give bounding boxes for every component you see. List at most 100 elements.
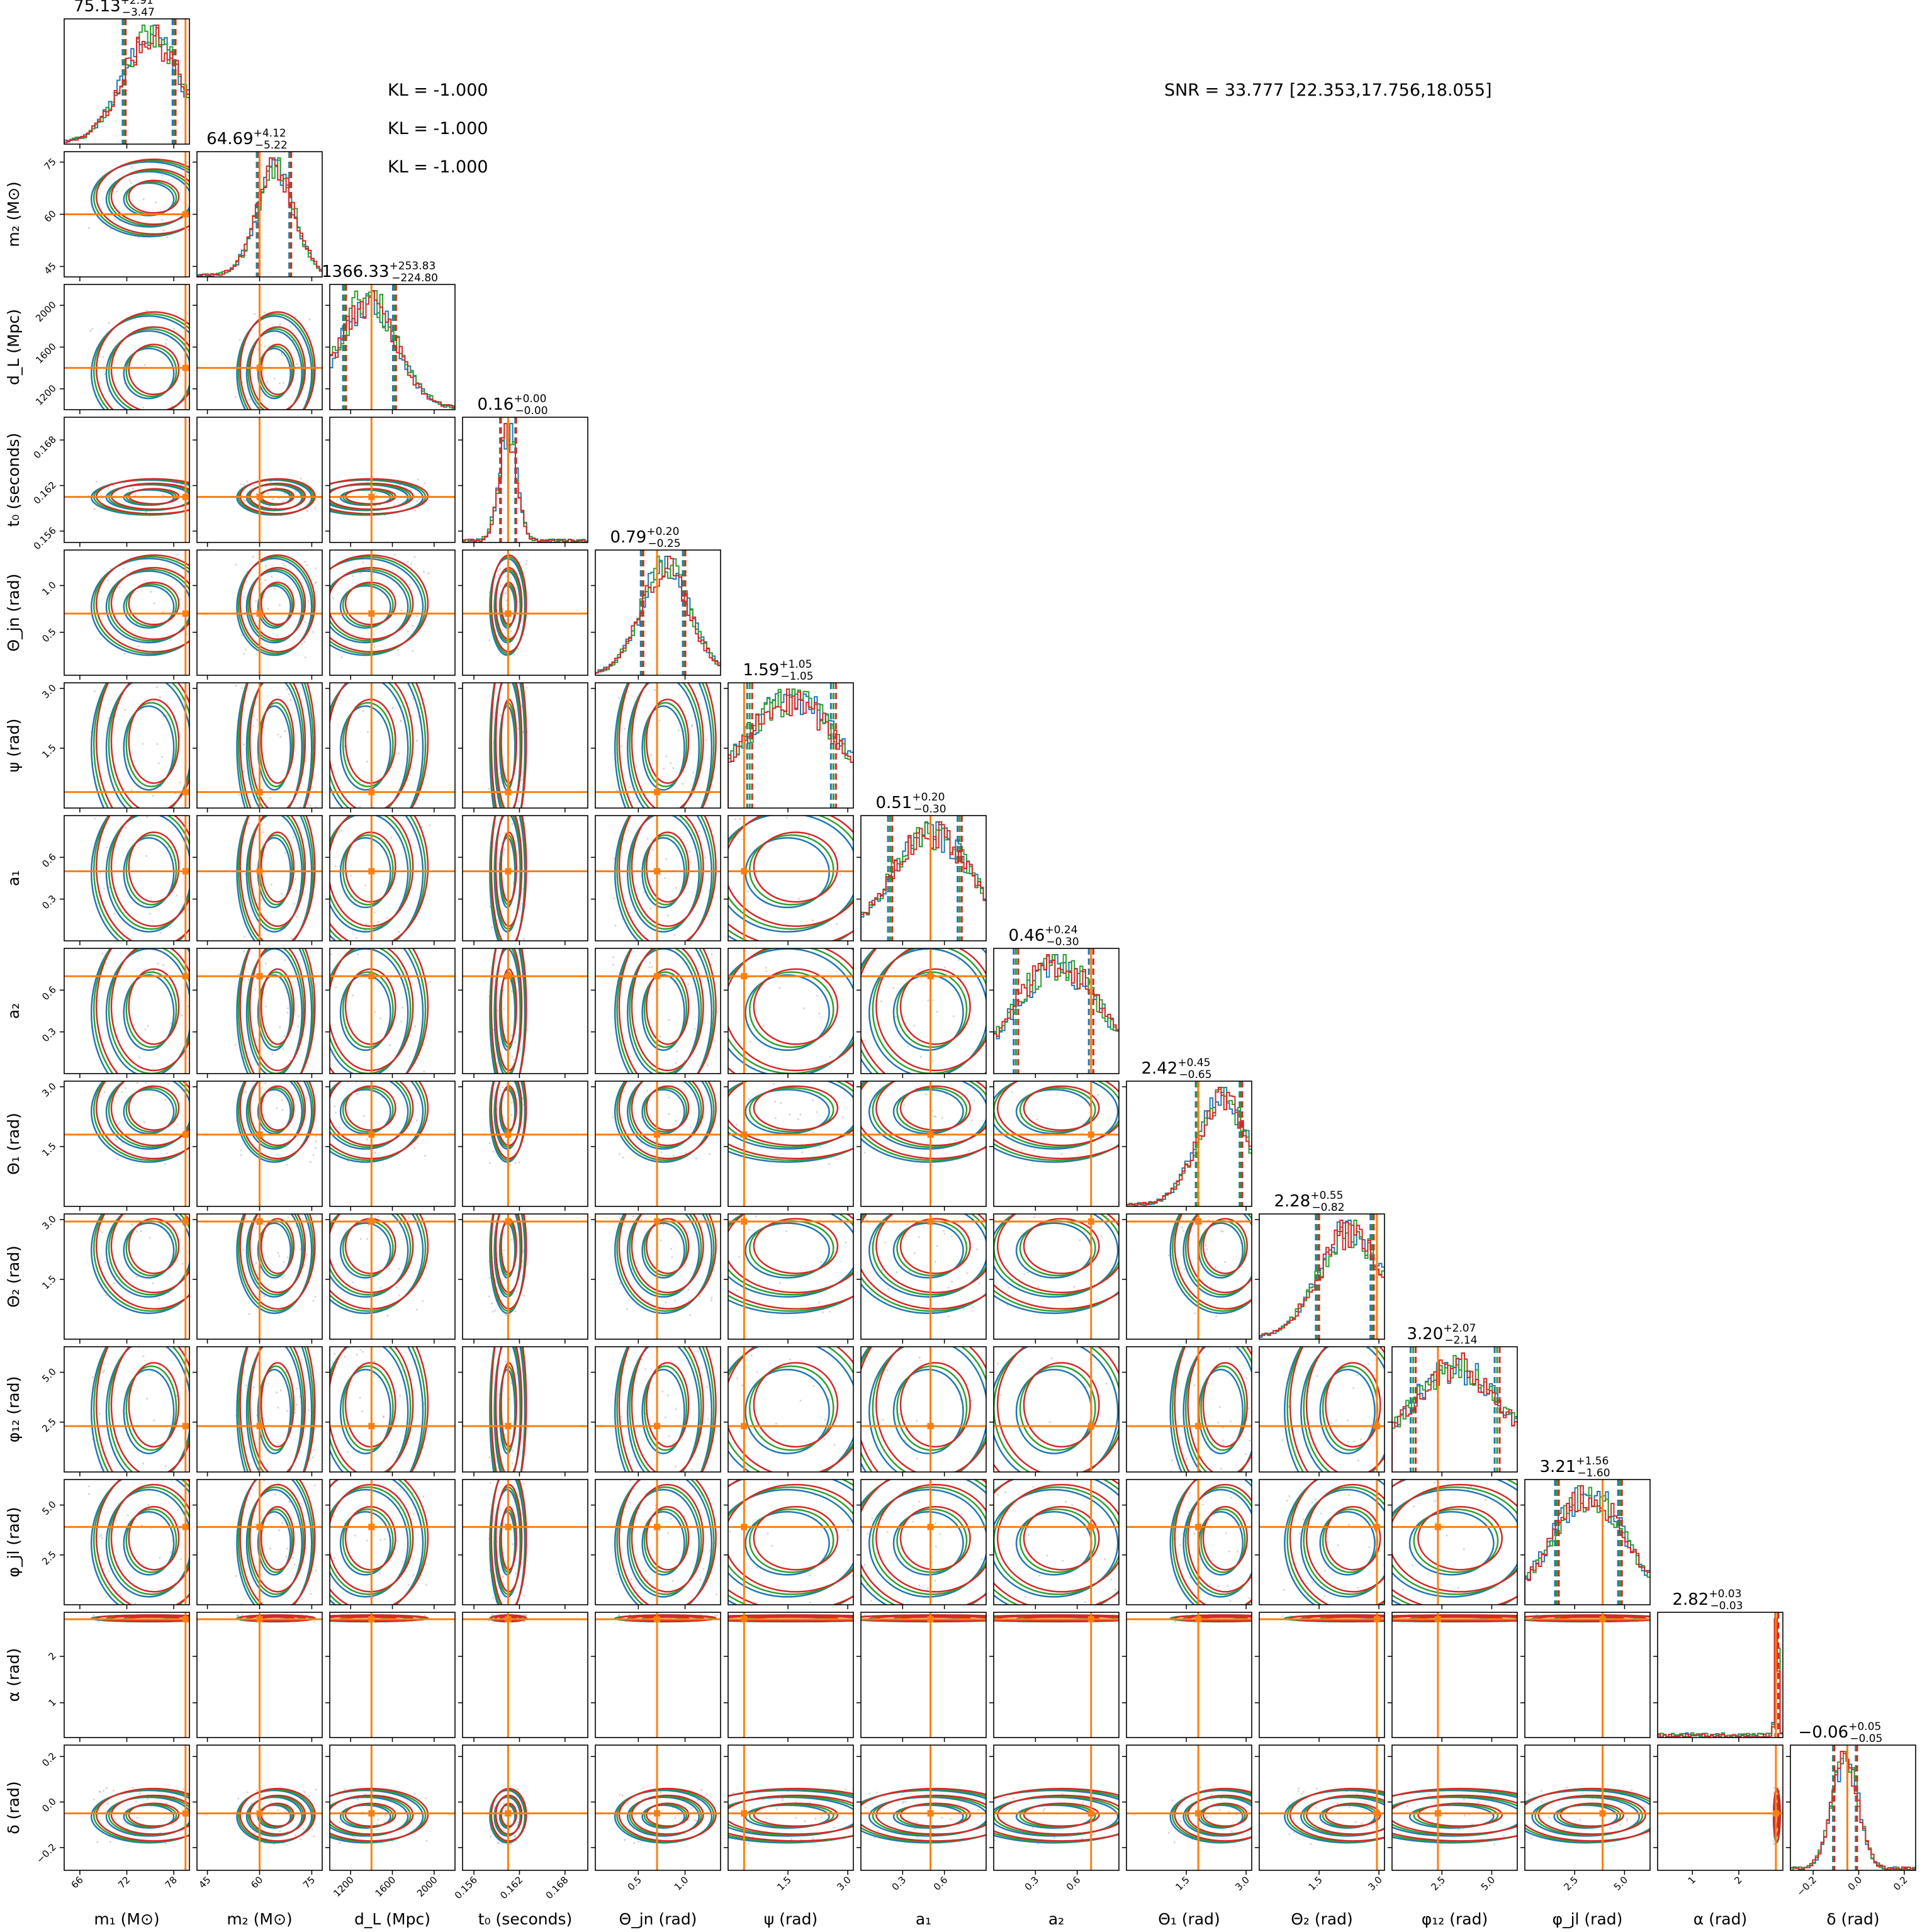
sample-point bbox=[1288, 1405, 1290, 1408]
title-minus-error: −1.05 bbox=[780, 670, 813, 683]
contour-green-level-0 bbox=[643, 971, 688, 1048]
sample-point bbox=[862, 1348, 863, 1350]
sample-point bbox=[789, 1358, 792, 1361]
sample-point bbox=[109, 568, 111, 570]
contour-panel-2-4 bbox=[315, 549, 456, 680]
sample-point bbox=[394, 680, 396, 682]
sample-point bbox=[510, 630, 512, 632]
sample-point bbox=[651, 833, 653, 835]
panel-content bbox=[197, 1347, 322, 1472]
sample-point bbox=[666, 1532, 669, 1534]
contour-red-level-2 bbox=[95, 1347, 114, 1472]
title-minus-error: −224.80 bbox=[391, 272, 438, 284]
contour-red-level-1 bbox=[875, 1483, 986, 1593]
sample-point bbox=[797, 784, 799, 786]
sample-point bbox=[1233, 1506, 1235, 1508]
sample-point bbox=[193, 1092, 195, 1094]
sample-point bbox=[524, 1210, 526, 1212]
contour-red-level-2 bbox=[95, 1214, 189, 1310]
contour-blue-level-0 bbox=[257, 347, 291, 400]
sample-point bbox=[364, 884, 367, 887]
histogram-panel-9: 2.28+0.55−0.82 bbox=[1255, 1189, 1385, 1344]
sample-point bbox=[295, 1225, 298, 1228]
histogram-green bbox=[1126, 1086, 1252, 1206]
sample-point bbox=[177, 1508, 179, 1511]
sample-point bbox=[1356, 1374, 1359, 1376]
contour-blue-level-1 bbox=[330, 683, 409, 808]
contour-blue-level-2 bbox=[614, 948, 713, 1074]
y-tick-label: 0.6 bbox=[40, 984, 59, 1003]
sample-point bbox=[373, 646, 376, 648]
sample-point bbox=[1342, 1321, 1344, 1323]
sample-point bbox=[366, 1056, 368, 1058]
panel-content bbox=[64, 812, 189, 941]
contour-red-level-0 bbox=[128, 831, 180, 903]
sample-point bbox=[523, 938, 525, 940]
sample-point bbox=[1059, 1463, 1061, 1465]
contour-blue-level-1 bbox=[627, 1081, 700, 1150]
contour-blue-level-1 bbox=[330, 1081, 409, 1150]
sample-point bbox=[706, 1064, 709, 1067]
contour-blue-level-2 bbox=[90, 948, 189, 1074]
contour-green-level-2 bbox=[93, 159, 189, 237]
sample-point bbox=[494, 1473, 496, 1474]
truth-marker bbox=[654, 1524, 661, 1530]
sample-point bbox=[266, 432, 268, 434]
sample-point bbox=[408, 583, 411, 586]
sample-point bbox=[282, 563, 284, 565]
sample-point bbox=[186, 812, 188, 814]
sample-point bbox=[974, 1208, 976, 1210]
sample-point bbox=[318, 1616, 320, 1618]
contour-panel-9-11 bbox=[1255, 1479, 1395, 1609]
sample-point bbox=[418, 1099, 420, 1101]
contour-red-level-0 bbox=[128, 699, 180, 784]
sample-point bbox=[488, 658, 490, 660]
sample-point bbox=[1062, 1060, 1064, 1062]
sample-point bbox=[988, 1147, 990, 1149]
sample-point bbox=[242, 950, 245, 952]
sample-point bbox=[315, 622, 317, 624]
contour-green-level-1 bbox=[629, 1486, 702, 1595]
sample-point bbox=[402, 1560, 404, 1563]
sample-point bbox=[670, 1248, 673, 1250]
sample-point bbox=[315, 1135, 317, 1137]
contour-blue-level-2 bbox=[1169, 1480, 1252, 1605]
sample-point bbox=[767, 1532, 769, 1535]
sample-point bbox=[203, 1587, 205, 1589]
contour-red-level-0 bbox=[1202, 1505, 1248, 1571]
title-median: 0.51 bbox=[875, 794, 912, 812]
sample-point bbox=[165, 342, 167, 345]
histogram-red bbox=[728, 688, 853, 808]
histogram-green bbox=[1525, 1485, 1650, 1605]
sample-point bbox=[314, 1296, 317, 1298]
contour-red-level-0 bbox=[344, 581, 396, 626]
truth-marker bbox=[182, 1524, 189, 1530]
contour-red-level-2 bbox=[728, 1614, 853, 1622]
sample-point bbox=[1268, 1615, 1270, 1617]
sample-point bbox=[818, 1013, 821, 1015]
sample-point bbox=[973, 1099, 975, 1102]
sample-point bbox=[87, 1493, 90, 1495]
sample-point bbox=[116, 1158, 119, 1160]
truth-marker bbox=[256, 1218, 263, 1225]
sample-point bbox=[770, 936, 772, 938]
y-tick-label: 2.5 bbox=[40, 1416, 59, 1435]
sample-point bbox=[1393, 1585, 1395, 1587]
sample-point bbox=[319, 589, 321, 591]
sample-point bbox=[145, 511, 147, 514]
sample-point bbox=[1324, 1503, 1326, 1505]
sample-point bbox=[413, 556, 416, 558]
sample-point bbox=[980, 1110, 982, 1112]
sample-point bbox=[1357, 1459, 1359, 1462]
sample-point bbox=[1202, 1503, 1205, 1506]
contour-blue-level-2 bbox=[330, 1480, 424, 1605]
sample-point bbox=[936, 1245, 938, 1247]
sample-point bbox=[502, 1204, 504, 1206]
sample-point bbox=[690, 861, 692, 863]
contour-green-level-2 bbox=[728, 1147, 853, 1162]
sample-point bbox=[334, 865, 337, 867]
panel-frame bbox=[462, 948, 588, 1074]
sample-point bbox=[1412, 1564, 1414, 1566]
panel-content bbox=[318, 1612, 455, 1738]
contour-blue-level-2 bbox=[1169, 1347, 1184, 1472]
